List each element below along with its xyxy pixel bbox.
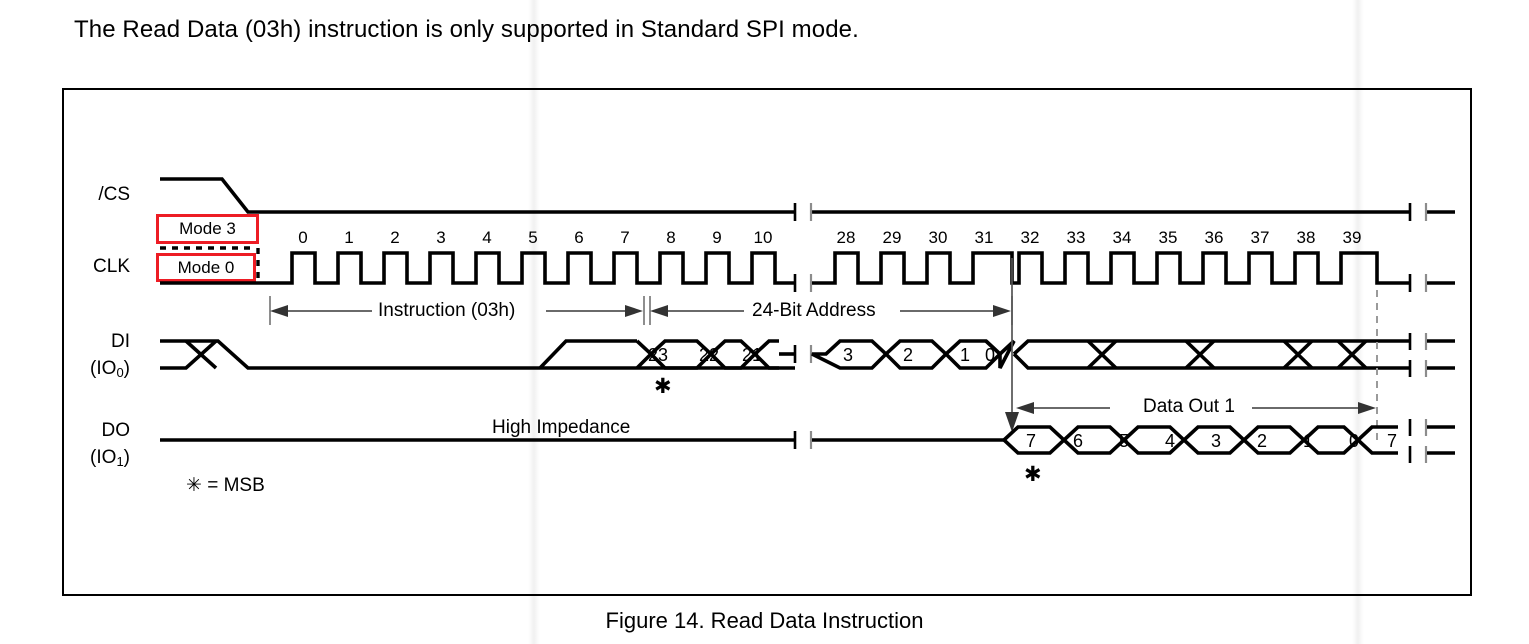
do-cell-value: 0 xyxy=(1349,431,1359,451)
do-cell-value: 1 xyxy=(1303,431,1313,451)
clk-number: 38 xyxy=(1297,228,1316,247)
clk-number: 3 xyxy=(436,228,445,247)
clk-number: 0 xyxy=(298,228,307,247)
di-cell-value: 2 xyxy=(903,345,913,365)
di-io-subscript: 0 xyxy=(116,365,124,380)
clk-number: 37 xyxy=(1251,228,1270,247)
clk-number: 28 xyxy=(837,228,856,247)
clk-number: 8 xyxy=(666,228,675,247)
do-cell-value: 5 xyxy=(1119,431,1129,451)
do-cell-value: 4 xyxy=(1165,431,1175,451)
clk-waveform: 0 1 2 3 4 5 6 7 8 9 10 28 29 30 31 32 33… xyxy=(160,228,1455,292)
clk-number: 30 xyxy=(929,228,948,247)
clk-number: 31 xyxy=(975,228,994,247)
clk-number: 9 xyxy=(712,228,721,247)
do-cell-value: 7 xyxy=(1387,431,1397,451)
di-cell-value: 22 xyxy=(699,345,719,365)
clk-number: 1 xyxy=(344,228,353,247)
clk-number: 34 xyxy=(1113,228,1132,247)
di-io-close: ) xyxy=(123,358,130,379)
intro-text: The Read Data (03h) instruction is only … xyxy=(74,16,859,43)
do-cell-value: 3 xyxy=(1211,431,1221,451)
msb-legend: ✳ = MSB xyxy=(186,475,265,496)
signal-label-clk: CLK xyxy=(93,256,130,277)
di-cell-value: 23 xyxy=(648,345,668,365)
clk-number: 7 xyxy=(620,228,629,247)
clk-number: 32 xyxy=(1021,228,1040,247)
data-out-label: Data Out 1 xyxy=(1143,396,1235,417)
clk-number: 4 xyxy=(482,228,491,247)
clk-number: 33 xyxy=(1067,228,1086,247)
clk-pulses-group-1 xyxy=(258,251,795,285)
clk-number: 5 xyxy=(528,228,537,247)
data-out-arrow xyxy=(1016,290,1378,440)
figure-caption: Figure 14. Read Data Instruction xyxy=(605,608,924,633)
do-io-subscript: 1 xyxy=(116,454,124,469)
di-cell-value: 21 xyxy=(742,345,762,365)
di-io-open: (IO xyxy=(90,358,117,379)
high-impedance-label: High Impedance xyxy=(492,417,631,438)
do-waveform: 7 6 5 4 3 2 1 0 7 xyxy=(160,419,1455,463)
do-io-close: ) xyxy=(123,447,130,468)
msb-star-do: ✱ xyxy=(1024,463,1042,486)
msb-star-di: ✱ xyxy=(654,375,672,398)
clk-pulses-group-2 xyxy=(812,251,1410,285)
cs-waveform xyxy=(160,177,1455,221)
phase-arrow-instruction xyxy=(269,296,645,325)
do-cell-value: 7 xyxy=(1026,431,1036,451)
signal-label-cs: /CS xyxy=(98,184,130,205)
phase-arrow-address xyxy=(649,296,1013,325)
signal-label-do-io: (IO1) xyxy=(54,447,130,469)
mode-3-box: Mode 3 xyxy=(156,214,259,244)
clk-number: 36 xyxy=(1205,228,1224,247)
di-cell-value: 0 xyxy=(985,345,995,365)
do-io-open: (IO xyxy=(90,447,117,468)
signal-label-di: DI xyxy=(111,331,130,352)
address-phase-label: 24-Bit Address xyxy=(752,300,876,321)
clk-number: 6 xyxy=(574,228,583,247)
mode-0-box: Mode 0 xyxy=(156,253,256,282)
do-cell-value: 6 xyxy=(1073,431,1083,451)
do-cell-value: 2 xyxy=(1257,431,1267,451)
clk-number: 2 xyxy=(390,228,399,247)
di-waveform: 23 22 21 3 2 1 0 xyxy=(160,333,1455,377)
clk-number: 39 xyxy=(1343,228,1362,247)
figure-border xyxy=(62,88,1472,596)
clk31-to-do-arrow xyxy=(1005,258,1019,432)
clk-number: 29 xyxy=(883,228,902,247)
clk-number: 35 xyxy=(1159,228,1178,247)
signal-label-di-io: (IO0) xyxy=(54,358,130,380)
clk-number: 10 xyxy=(754,228,773,247)
di-cell-value: 3 xyxy=(843,345,853,365)
di-cell-value: 1 xyxy=(960,345,970,365)
signal-label-do: DO xyxy=(101,420,131,441)
instruction-phase-label: Instruction (03h) xyxy=(378,300,516,321)
